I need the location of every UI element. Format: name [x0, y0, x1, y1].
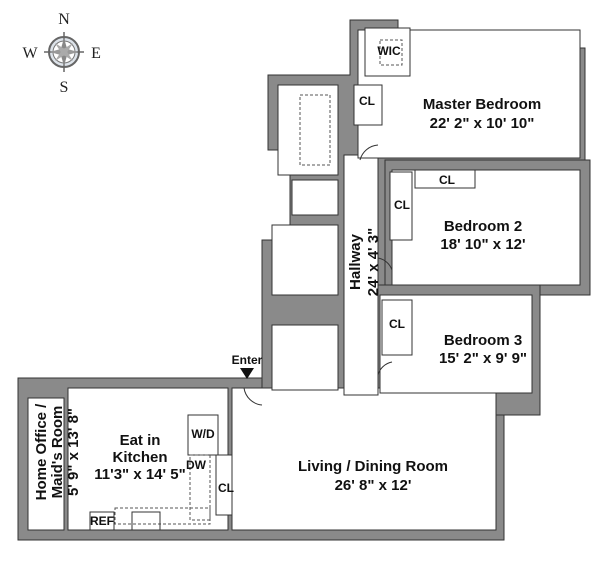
hallway-name: Hallway	[347, 233, 364, 290]
master-closet	[353, 84, 383, 126]
kitchen-room	[67, 387, 229, 531]
living-dining-room	[231, 387, 497, 531]
refrigerator-fixture	[89, 511, 115, 531]
wic-shelf-fixture	[379, 39, 403, 66]
vanity-fixture	[299, 94, 331, 166]
bath-3	[271, 324, 339, 391]
bedroom2-closet-top	[414, 169, 476, 189]
compass-east: E	[91, 45, 101, 62]
entry-door	[243, 387, 263, 406]
bedroom2-door	[377, 257, 393, 271]
home-office-room	[27, 397, 65, 531]
bedroom3-name: Bedroom 3	[444, 332, 522, 349]
stove-fixture	[131, 511, 161, 531]
bath-2	[271, 224, 339, 296]
bedroom2-dims: 18' 10" x 12'	[440, 236, 525, 253]
counter-fixture	[189, 454, 211, 521]
living-name: Living / Dining Room	[298, 458, 448, 475]
closet-label-bedroom2-top: CL	[439, 173, 455, 187]
walk-in-closet	[364, 27, 411, 77]
bedroom2-room	[391, 169, 581, 286]
kitchen-name-2: Kitchen	[112, 449, 167, 466]
kitchen-name-1: Eat in	[120, 432, 161, 449]
kitchen-counter-fixture	[114, 507, 211, 525]
bedroom3-closet	[381, 299, 413, 356]
home-office-name-2: Maid's Room	[49, 406, 66, 499]
compass-north: N	[58, 11, 70, 28]
living-dims: 26' 8" x 12'	[335, 477, 412, 494]
dishwasher-label: DW	[186, 458, 207, 472]
closet-label-bedroom2: CL	[394, 198, 410, 212]
shower	[291, 179, 339, 216]
master-bedroom-door	[359, 144, 379, 161]
refrigerator-label: REF	[90, 514, 114, 528]
compass-south: S	[60, 79, 69, 96]
kitchen-dims: 11'3" x 14' 5"	[94, 466, 185, 483]
home-office-name-1: Home Office /	[33, 403, 50, 501]
hallway-dims: 24' x 4' 3"	[365, 228, 382, 296]
closet-label-living: CL	[218, 481, 234, 495]
entry-arrow-icon	[240, 368, 254, 379]
master-bedroom-name: Master Bedroom	[423, 96, 541, 113]
enter-label: Enter	[232, 353, 263, 367]
compass-west: W	[22, 45, 38, 62]
washer-dryer-label: W/D	[191, 427, 215, 441]
closet-label-bedroom3: CL	[389, 317, 405, 331]
living-closet	[215, 454, 233, 516]
compass-rose-icon	[44, 32, 84, 72]
bedroom2-closet	[389, 171, 413, 241]
master-bedroom-dims: 22' 2" x 10' 10"	[430, 115, 535, 132]
bedroom3-door	[377, 361, 393, 376]
rooms	[27, 27, 581, 531]
closet-label-master: CL	[359, 94, 375, 108]
master-bath	[277, 84, 339, 176]
home-office-dims: 5' 9" x 13' 8"	[65, 408, 82, 496]
bedroom2-name: Bedroom 2	[444, 218, 522, 235]
wic-label: WIC	[377, 44, 401, 58]
bedroom3-dims: 15' 2" x 9' 9"	[439, 350, 527, 367]
